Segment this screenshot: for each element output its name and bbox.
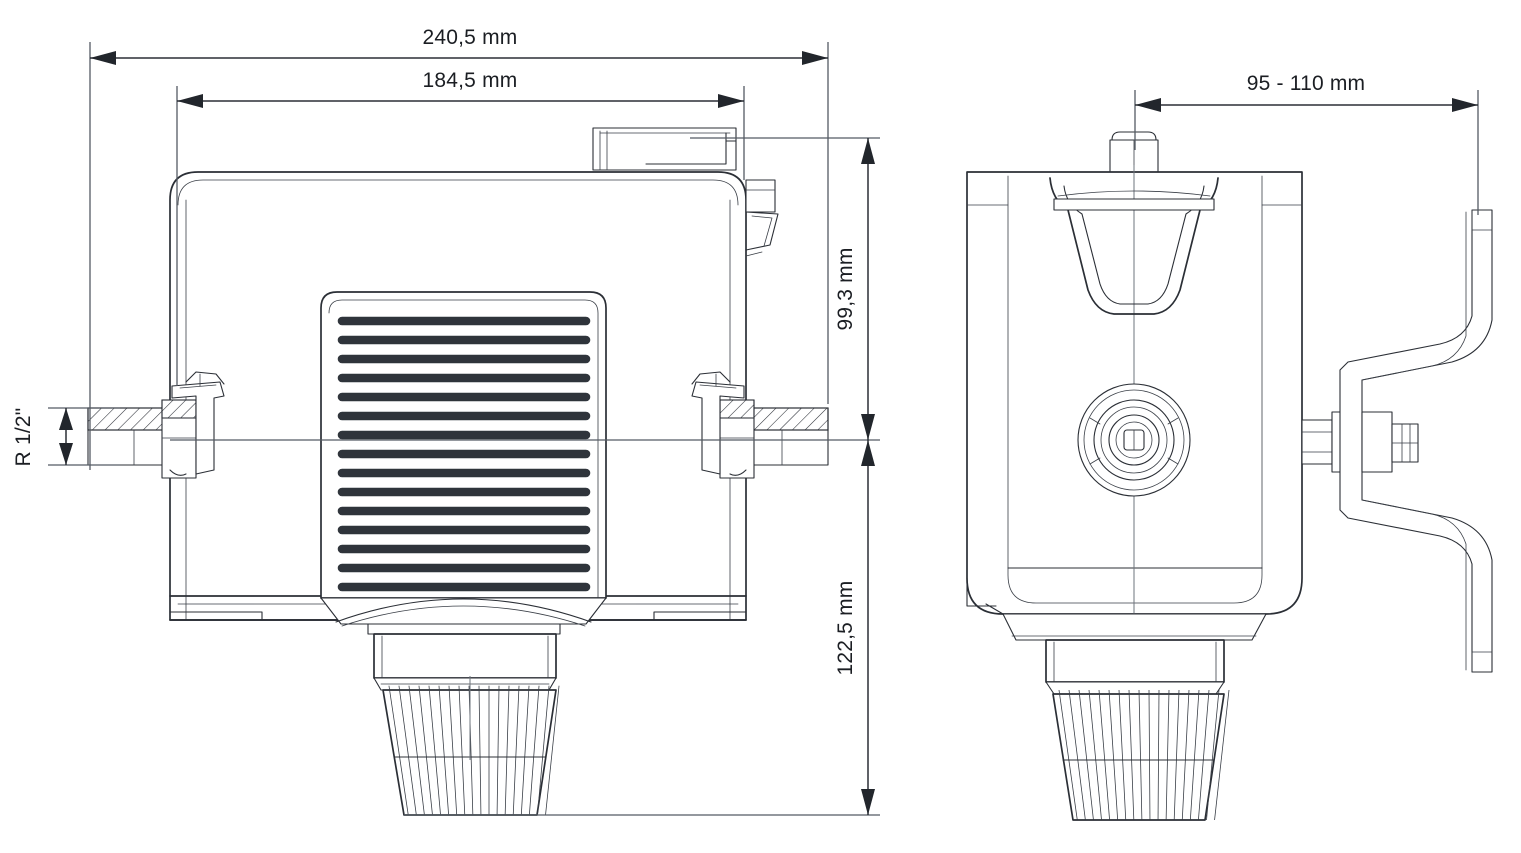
arrow-bottom-1225: [861, 789, 875, 815]
strainer-ribs: [388, 685, 560, 815]
collar-block: [745, 179, 776, 213]
arrow-top-1225: [861, 440, 875, 466]
terminal-box-front: [592, 127, 737, 171]
left-flange-bottom: [169, 469, 187, 476]
housing-foot-left: [169, 611, 263, 621]
side-foot-left: [966, 577, 997, 607]
arrow-left-184: [177, 94, 203, 108]
side-hood-band: [1002, 613, 1267, 641]
bracket-hex-boss: [1361, 411, 1393, 473]
hood-band: [320, 597, 607, 625]
arrow-bottom-r12: [59, 443, 73, 465]
dimension-label-height-above-port: 99,3 mm: [834, 247, 857, 330]
right-collar-front: [745, 179, 779, 257]
terminal-box-inner-step: [645, 132, 727, 165]
grille-slats: [337, 316, 591, 592]
hood-arch: [335, 598, 592, 623]
right-flange-top: [691, 371, 731, 385]
suction-neck-side: [1045, 639, 1225, 695]
suction-strainer-front: [382, 676, 560, 816]
arrow-right-240: [802, 51, 828, 65]
side-neck-body: [1045, 639, 1225, 683]
boss-spoke-d: [1167, 457, 1179, 465]
side-neck-collar: [1045, 681, 1225, 695]
channel-top-curve: [1057, 190, 1211, 197]
left-flange-top: [185, 371, 225, 385]
dimension-label-body-width: 184,5 mm: [423, 69, 518, 92]
bracket-inner-lower: [1361, 499, 1467, 671]
right-flange-line: [699, 384, 737, 389]
suction-strainer-side: [1052, 690, 1230, 821]
side-strainer-ribs: [1058, 690, 1230, 820]
grille-panel: [320, 291, 607, 599]
collar-taper-inner: [751, 215, 773, 247]
housing-foot-right: [653, 611, 747, 621]
right-flange: [691, 381, 745, 475]
boss-ring-1: [1083, 389, 1185, 491]
neck-body: [373, 633, 557, 679]
boss-spoke-b: [1167, 417, 1179, 425]
cooling-grille-front: [320, 291, 607, 599]
dimension-label-port-thread: R 1/2": [12, 408, 35, 467]
port-right-front: [691, 371, 829, 479]
boss-ring-3: [1100, 406, 1168, 474]
dimension-body-width: 184,5 mm: [176, 69, 745, 386]
arrow-top-993: [861, 138, 875, 164]
dimension-height-below-port: 122,5 mm: [404, 440, 880, 816]
stub-barrel: [1301, 419, 1333, 465]
side-view: [966, 131, 1493, 821]
bracket-inner-upper: [1361, 211, 1467, 381]
grille-panel-inner: [328, 299, 599, 599]
boss-ring-2: [1093, 399, 1175, 481]
side-strainer-outline: [1052, 693, 1225, 821]
left-flange-line: [179, 384, 217, 389]
arrow-left-95110: [1135, 98, 1161, 112]
collar-bottom: [745, 251, 763, 257]
suction-neck-front: [373, 633, 557, 691]
arrow-right-184: [718, 94, 744, 108]
hood-lip: [367, 623, 561, 635]
left-pipe-hatch: [87, 407, 171, 431]
boss-spoke-c: [1089, 457, 1101, 465]
arrow-left-240: [90, 51, 116, 65]
top-channel-side: [1049, 177, 1219, 315]
dimension-port-thread: R 1/2": [12, 407, 120, 467]
lower-hood-side: [966, 577, 1267, 641]
left-flange: [171, 381, 225, 475]
mounting-bracket-side: [1339, 209, 1493, 673]
boss-spoke-a: [1089, 417, 1101, 425]
dimension-label-height-below-port: 122,5 mm: [834, 581, 857, 676]
shaft-boss-side: [1077, 383, 1191, 497]
front-view: [87, 127, 829, 816]
gland-cap: [1111, 131, 1157, 141]
hood-arch-inner: [341, 605, 586, 627]
lower-hood-front: [320, 597, 607, 635]
arrow-bottom-993: [861, 414, 875, 440]
boss-ring-5: [1115, 421, 1153, 459]
dimension-overall-width: 240,5 mm: [89, 26, 829, 470]
arrow-right-95110: [1452, 98, 1478, 112]
bracket-top-notch: [1471, 209, 1493, 231]
collar-taper: [745, 211, 779, 251]
dimension-label-overall-width: 240,5 mm: [423, 26, 518, 49]
bracket-bottom-notch: [1471, 651, 1493, 673]
side-shell-inner: [1007, 175, 1263, 604]
arrow-top-r12: [59, 408, 73, 430]
right-flange-bottom: [729, 469, 747, 476]
right-pipe-hatch: [745, 407, 829, 431]
dimension-height-above-port: 99,3 mm: [170, 137, 880, 441]
boss-ring-4: [1108, 414, 1160, 466]
dimension-label-side-depth-range: 95 - 110 mm: [1247, 72, 1366, 95]
dimension-side-depth-range: 95 - 110 mm: [1134, 72, 1479, 215]
port-left-front: [87, 371, 225, 479]
housing-top-contour: [177, 179, 739, 206]
channel-lip: [1053, 198, 1215, 211]
